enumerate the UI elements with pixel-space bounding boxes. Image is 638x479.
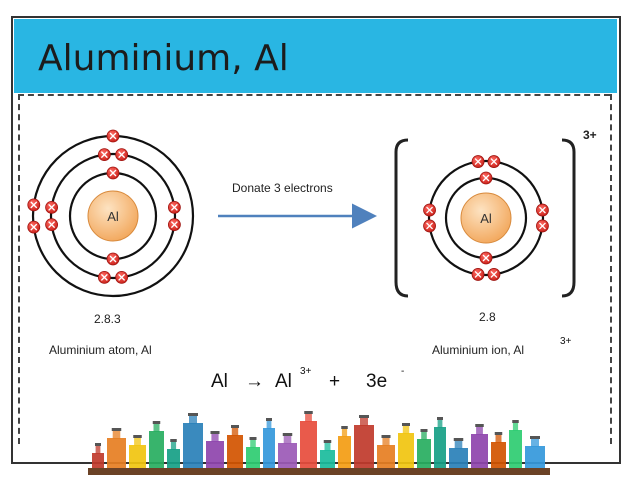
equation-electrons: 3e [366,371,388,392]
aluminium-atom-diagram: Al [27,129,195,298]
dashed-border-right [610,94,612,444]
electron-icon [115,148,129,162]
electron-icon [423,203,436,217]
nucleus [87,190,139,242]
nucleus-symbol: Al [107,209,119,224]
electron-shell-2 [427,159,545,277]
equation-electron-charge: - [401,366,405,377]
electron-icon [536,203,549,217]
arrow-label: Donate 3 electrons [232,181,333,195]
electron-icon [487,268,501,281]
electron-icon [423,219,436,233]
atom-configuration: 2.8.3 [94,312,121,326]
bottles-banner [88,411,550,475]
nucleus-symbol: Al [480,211,492,226]
electron-icon [106,129,120,143]
equation-reactant: Al [211,371,228,392]
electron-shell-2 [49,152,177,280]
electron-icon [106,252,120,266]
electron-icon [536,219,549,233]
electron-icon [45,218,59,232]
electron-icon [27,198,41,212]
electron-icon [487,155,501,168]
ion-charge: 3+ [583,128,597,142]
ion-bracket-right [561,138,576,298]
electron-icon [27,220,41,234]
slide-title: Aluminium, Al [38,38,289,79]
electron-icon [97,148,111,162]
electron-icon [106,166,120,180]
equation-arrow: → [245,371,264,392]
electron-icon [471,155,485,168]
electron-icon [471,268,485,281]
ion-configuration: 2.8 [479,310,496,324]
dashed-border-left [18,94,20,444]
atom-label: Aluminium atom, Al [49,343,152,357]
equation-product-charge: 3+ [300,366,312,377]
electron-icon [479,171,493,185]
electron-icon [115,270,129,284]
nucleus [460,192,512,244]
electron-icon [45,200,59,214]
electron-icon [97,270,111,284]
ion-label-charge: 3+ [560,336,572,347]
electron-icon [479,251,493,265]
equation-plus: + [329,371,341,392]
title-bar [14,19,617,93]
ion-bracket-left [394,138,409,298]
aluminium-ion-diagram: Al [423,155,549,281]
electron-icon [167,218,181,232]
ion-label: Aluminium ion, Al [432,343,525,357]
electron-icon [167,200,181,214]
equation-product: Al [275,371,292,392]
dashed-border-top [18,94,610,96]
